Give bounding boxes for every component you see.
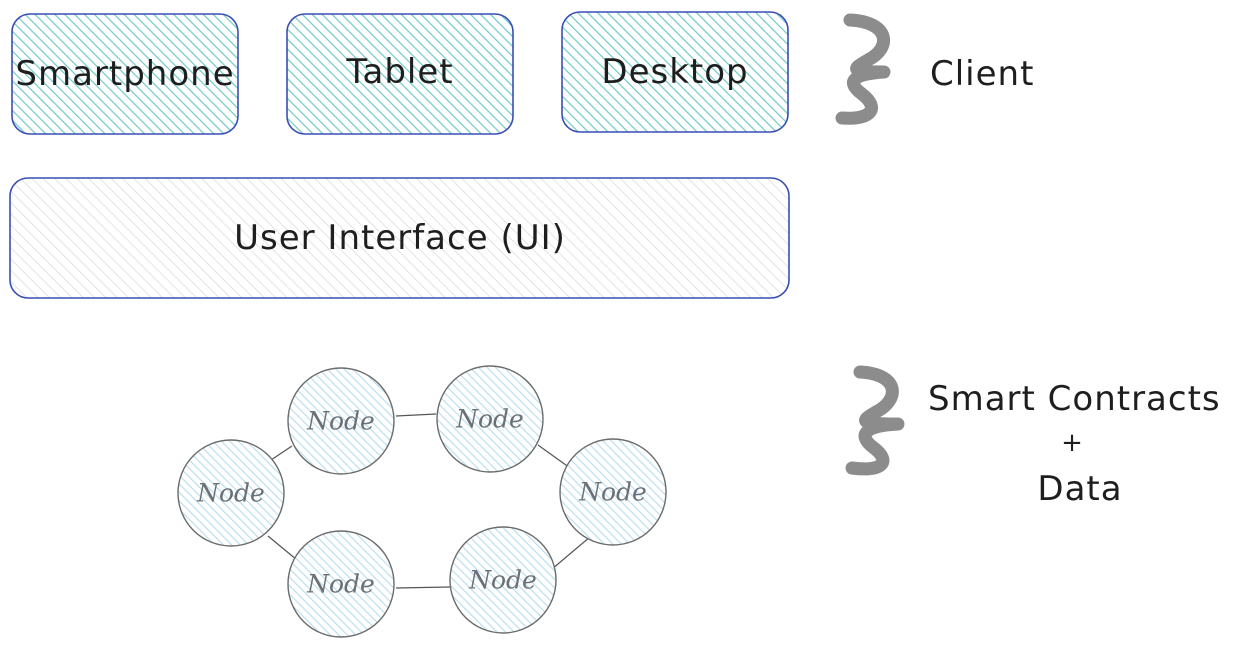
network-edge <box>395 413 437 417</box>
network-node: Node <box>436 365 544 473</box>
backend-brace <box>845 365 905 476</box>
network-node: Node <box>559 438 667 546</box>
client-annotation: Client <box>930 54 1034 94</box>
backend-annotation-line1: Smart Contracts <box>928 379 1221 419</box>
client-devices: Smartphone Tablet Desktop <box>11 11 789 135</box>
network-edge <box>267 535 298 561</box>
tablet-label: Tablet <box>345 52 453 92</box>
network-node: Node <box>449 526 557 634</box>
smartphone-box: Smartphone <box>11 13 239 135</box>
backend-annotation-plus: + <box>1061 428 1083 458</box>
network-edge <box>395 586 451 589</box>
tablet-box: Tablet <box>286 13 514 135</box>
network-node: Node <box>287 367 395 475</box>
node-label: Node <box>578 478 647 507</box>
node-label: Node <box>468 566 537 595</box>
node-network: Node Node Node Node Node Node <box>177 365 667 638</box>
network-node: Node <box>177 439 285 547</box>
node-label: Node <box>306 407 375 436</box>
client-brace <box>835 13 891 125</box>
node-label: Node <box>455 405 524 434</box>
backend-annotation-line2: Data <box>1037 469 1122 509</box>
smartphone-label: Smartphone <box>15 54 234 94</box>
ui-layer-box: User Interface (UI) <box>9 177 790 299</box>
network-node: Node <box>287 530 395 638</box>
desktop-box: Desktop <box>561 11 789 133</box>
desktop-label: Desktop <box>601 52 748 92</box>
network-edge <box>537 444 571 469</box>
node-label: Node <box>196 479 265 508</box>
node-label: Node <box>306 570 375 599</box>
network-edge <box>551 536 591 570</box>
ui-layer-label: User Interface (UI) <box>234 218 566 258</box>
